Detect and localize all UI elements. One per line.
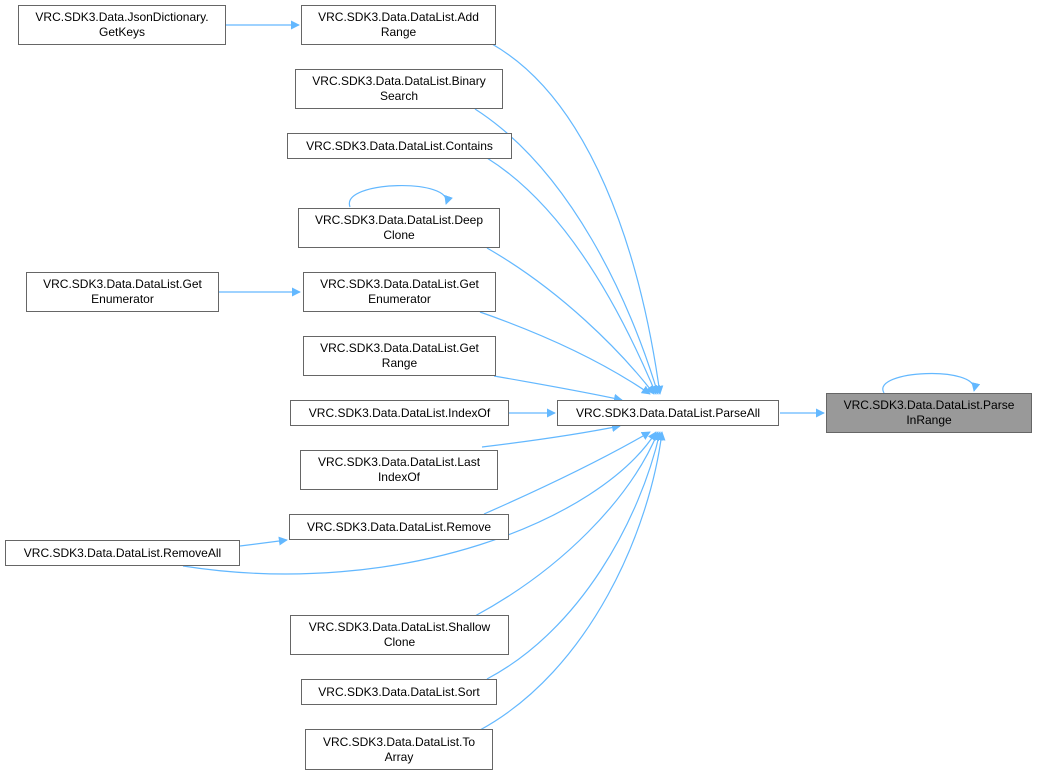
edge-toarray-to-parseall xyxy=(479,431,666,731)
node-datalist-binarysearch[interactable]: VRC.SDK3.Data.DataList.Binary Search xyxy=(295,69,503,109)
node-datalist-contains[interactable]: VRC.SDK3.Data.DataList.Contains xyxy=(287,133,512,159)
node-label: VRC.SDK3.Data.DataList.Contains xyxy=(306,138,493,153)
edge-getenumerator-to-parseall xyxy=(479,311,651,395)
node-label: VRC.SDK3.Data.DataList.Get Enumerator xyxy=(320,277,479,306)
node-label: VRC.SDK3.Data.DataList.Parse InRange xyxy=(843,398,1015,427)
node-datalist-sort[interactable]: VRC.SDK3.Data.DataList.Sort xyxy=(301,679,497,705)
node-label: VRC.SDK3.Data.DataList.Sort xyxy=(318,684,480,699)
node-label: VRC.SDK3.Data.DataList.ParseAll xyxy=(575,405,761,420)
node-datalist-parseall[interactable]: VRC.SDK3.Data.DataList.ParseAll xyxy=(557,400,779,426)
node-label: VRC.SDK3.Data.DataList.Remove xyxy=(306,519,492,534)
node-label: VRC.SDK3.Data.DataList.To Array xyxy=(322,734,476,764)
node-label: VRC.SDK3.Data.DataList.Shallow Clone xyxy=(308,620,491,649)
edge-getrange-to-parseall xyxy=(493,375,623,403)
edge-contains-to-parseall xyxy=(486,157,658,395)
edge-removeall-to-remove xyxy=(239,536,288,547)
edge-sort-to-parseall xyxy=(486,431,663,680)
node-label: VRC.SDK3.Data.JsonDictionary. GetKeys xyxy=(35,10,209,39)
node-datalist-getenumerator[interactable]: VRC.SDK3.Data.DataList.Get Enumerator xyxy=(303,272,496,312)
node-datalist-getrange[interactable]: VRC.SDK3.Data.DataList.Get Range xyxy=(303,336,496,376)
node-label: VRC.SDK3.Data.DataList.Binary Search xyxy=(312,74,486,103)
node-datalist-addrange[interactable]: VRC.SDK3.Data.DataList.Add Range xyxy=(301,5,496,45)
edge-removeall-to-parseall xyxy=(182,431,657,575)
edge-deepclone-to-parseall xyxy=(486,247,655,395)
node-jsondictionary-getkeys[interactable]: VRC.SDK3.Data.JsonDictionary. GetKeys xyxy=(18,5,226,45)
node-label: VRC.SDK3.Data.DataList.Last IndexOf xyxy=(317,455,481,484)
node-label: VRC.SDK3.Data.DataList.RemoveAll xyxy=(23,545,222,560)
node-label: VRC.SDK3.Data.DataList.Get Enumerator xyxy=(43,277,202,306)
edge-lastindexof-to-parseall xyxy=(481,423,621,448)
node-label: VRC.SDK3.Data.DataList.IndexOf xyxy=(308,405,491,420)
edge-remove-to-parseall xyxy=(483,431,651,515)
edge-shallowclone-to-parseall xyxy=(474,431,660,617)
node-datalist-remove[interactable]: VRC.SDK3.Data.DataList.Remove xyxy=(289,514,509,540)
edge-parseinrange-self-loop xyxy=(882,372,981,394)
edge-deepclone-self-loop xyxy=(349,185,453,208)
node-datalist-deepclone[interactable]: VRC.SDK3.Data.DataList.Deep Clone xyxy=(298,208,500,248)
node-datalist-parseinrange-focus: VRC.SDK3.Data.DataList.Parse InRange xyxy=(826,393,1032,433)
node-datalist-getenumerator-outer[interactable]: VRC.SDK3.Data.DataList.Get Enumerator xyxy=(26,272,219,312)
node-datalist-removeall[interactable]: VRC.SDK3.Data.DataList.RemoveAll xyxy=(5,540,240,566)
node-datalist-shallowclone[interactable]: VRC.SDK3.Data.DataList.Shallow Clone xyxy=(290,615,509,655)
node-datalist-indexof[interactable]: VRC.SDK3.Data.DataList.IndexOf xyxy=(290,400,509,426)
edge-addrange-to-parseall xyxy=(491,43,664,395)
node-datalist-lastindexof[interactable]: VRC.SDK3.Data.DataList.Last IndexOf xyxy=(300,450,498,490)
node-datalist-toarray[interactable]: VRC.SDK3.Data.DataList.To Array xyxy=(305,729,493,770)
node-label: VRC.SDK3.Data.DataList.Get Range xyxy=(320,341,479,370)
node-label: VRC.SDK3.Data.DataList.Deep Clone xyxy=(314,213,484,242)
node-label: VRC.SDK3.Data.DataList.Add Range xyxy=(318,10,479,39)
